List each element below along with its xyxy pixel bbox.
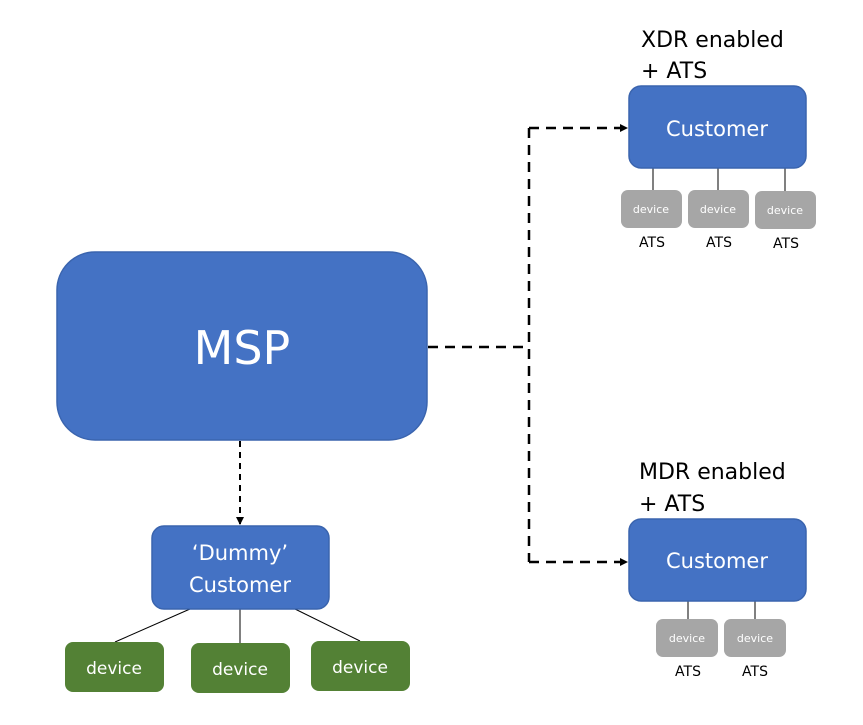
- xdr-device[interactable]: device: [755, 191, 816, 229]
- device-label: device: [86, 659, 142, 679]
- device-label: device: [700, 203, 736, 216]
- device-box: [755, 191, 816, 229]
- mdr-customer-label: Customer: [666, 549, 768, 573]
- mdr-device[interactable]: device: [724, 619, 786, 657]
- mdr-caption-line2: + ATS: [639, 492, 705, 517]
- xdr-ats-label: ATS: [639, 235, 665, 251]
- mdr-device[interactable]: device: [656, 619, 718, 657]
- xdr-customer-box: [628, 85, 807, 169]
- dummy-customer-line2: Customer: [189, 573, 291, 597]
- msp-box: [56, 251, 428, 441]
- device-label: device: [767, 204, 803, 217]
- mdr-caption-line1: MDR enabled: [639, 460, 786, 485]
- device-label: device: [212, 660, 268, 680]
- device-box: [65, 642, 164, 692]
- xdr-device[interactable]: device: [688, 190, 749, 228]
- mdr-customer-box: [628, 518, 807, 602]
- dummy-device-link: [294, 608, 361, 642]
- dummy-customer-node[interactable]: ‘Dummy’ Customer: [151, 525, 330, 610]
- device-box: [724, 619, 786, 657]
- device-box: [311, 641, 410, 691]
- xdr-ats-label: ATS: [773, 236, 799, 252]
- device-box: [621, 190, 682, 228]
- xdr-customer-node[interactable]: Customer: [628, 85, 807, 169]
- dummy-device[interactable]: device: [311, 641, 410, 691]
- xdr-caption-line2: + ATS: [641, 59, 707, 84]
- xdr-customer-label: Customer: [666, 117, 768, 141]
- device-label: device: [332, 658, 388, 678]
- mdr-ats-label: ATS: [742, 664, 768, 680]
- dummy-device-link: [114, 608, 191, 643]
- device-label: device: [669, 632, 705, 645]
- device-box: [688, 190, 749, 228]
- device-label: device: [633, 203, 669, 216]
- xdr-caption-line1: XDR enabled: [641, 28, 784, 53]
- xdr-device[interactable]: device: [621, 190, 682, 228]
- device-label: device: [737, 632, 773, 645]
- dummy-device[interactable]: device: [191, 643, 290, 693]
- dummy-customer-line1: ‘Dummy’: [192, 541, 288, 565]
- xdr-ats-label: ATS: [706, 235, 732, 251]
- msp-node[interactable]: MSP: [56, 251, 428, 441]
- dummy-group: ‘Dummy’ Customer device device device: [65, 525, 410, 693]
- msp-label: MSP: [194, 321, 291, 375]
- dummy-device[interactable]: device: [65, 642, 164, 692]
- mdr-group: MDR enabled + ATS Customer device device…: [628, 460, 807, 680]
- device-box: [656, 619, 718, 657]
- xdr-group: XDR enabled + ATS Customer device device…: [621, 28, 816, 252]
- dummy-customer-box: [151, 525, 330, 610]
- mdr-customer-node[interactable]: Customer: [628, 518, 807, 602]
- device-box: [191, 643, 290, 693]
- connectors: [114, 124, 786, 643]
- mdr-ats-label: ATS: [675, 664, 701, 680]
